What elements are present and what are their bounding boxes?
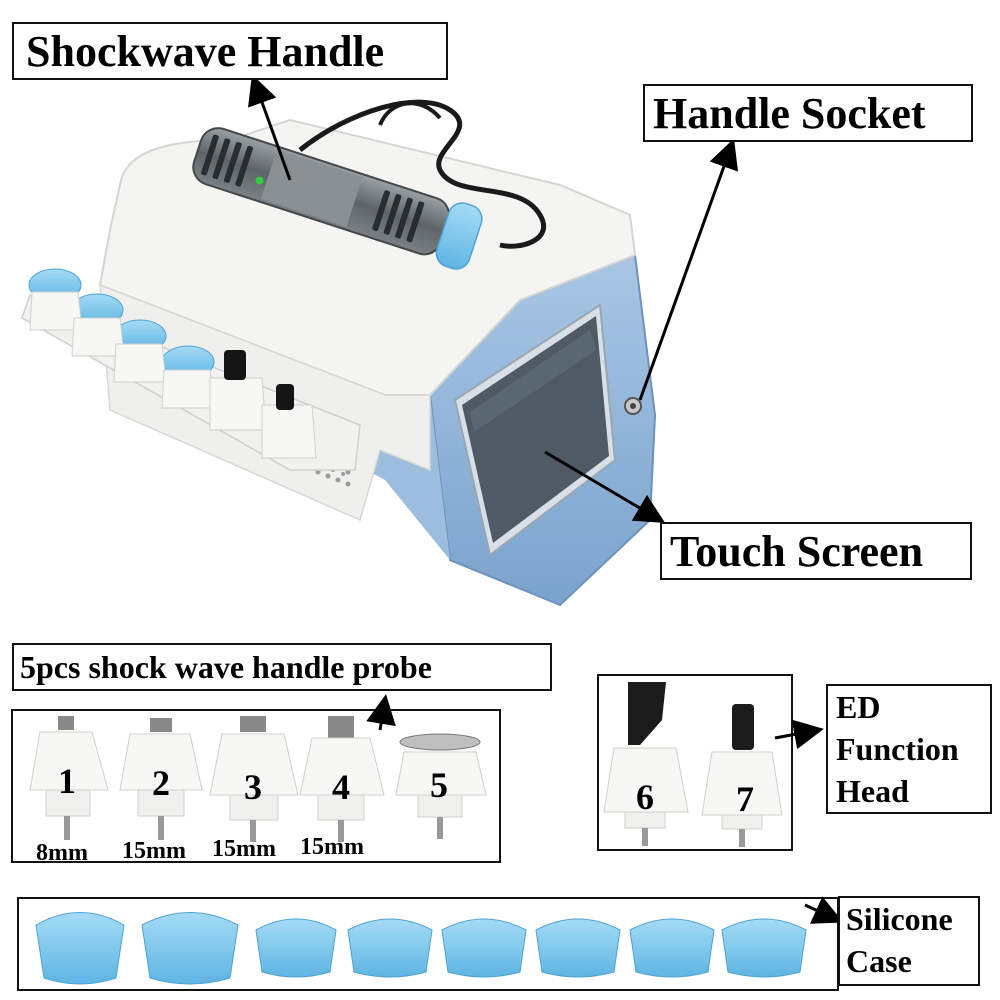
probe-size-2: 15mm bbox=[122, 838, 186, 864]
handle-socket bbox=[624, 397, 642, 415]
touch-screen bbox=[453, 303, 617, 557]
silicone-case-label-box: Silicone Case bbox=[838, 896, 980, 986]
probe-size-4: 15mm bbox=[300, 834, 364, 860]
ed-label-line2: Function bbox=[836, 731, 959, 767]
handle-socket-label: Handle Socket bbox=[653, 89, 926, 138]
probe-title-box: 5pcs shock wave handle probe bbox=[12, 643, 552, 691]
shockwave-handle-label: Shockwave Handle bbox=[26, 27, 385, 76]
ed-head-number-6: 6 bbox=[636, 777, 654, 817]
ed-label-line3: Head bbox=[836, 773, 909, 809]
probe-size-3: 15mm bbox=[212, 836, 276, 862]
probe-illustrations bbox=[29, 716, 487, 842]
ed-head-number-7: 7 bbox=[736, 779, 754, 819]
probe-tray bbox=[21, 268, 361, 471]
silicone-cases bbox=[35, 912, 807, 985]
callout-arrows bbox=[248, 74, 844, 924]
probe-number-2: 2 bbox=[152, 763, 170, 803]
silicone-label-line2: Case bbox=[846, 943, 912, 979]
shockwave-handle bbox=[192, 127, 483, 270]
ed-label-line1: ED bbox=[836, 689, 881, 725]
probe-size-1: 8mm bbox=[36, 840, 88, 866]
ed-function-label-box: ED Function Head bbox=[826, 684, 992, 814]
silicone-label-line1: Silicone bbox=[846, 901, 953, 937]
shockwave-device bbox=[21, 99, 657, 607]
probe-number-4: 4 bbox=[332, 767, 350, 807]
probe-number-5: 5 bbox=[430, 765, 448, 805]
shockwave-handle-label-box: Shockwave Handle bbox=[12, 22, 448, 80]
touch-screen-label-box: Touch Screen bbox=[660, 522, 972, 580]
probe-number-3: 3 bbox=[244, 767, 262, 807]
handle-socket-label-box: Handle Socket bbox=[643, 84, 973, 142]
ed-head-illustrations bbox=[603, 682, 783, 847]
probe-number-1: 1 bbox=[58, 761, 76, 801]
touch-screen-label: Touch Screen bbox=[670, 527, 924, 576]
probe-title-label: 5pcs shock wave handle probe bbox=[20, 649, 432, 685]
